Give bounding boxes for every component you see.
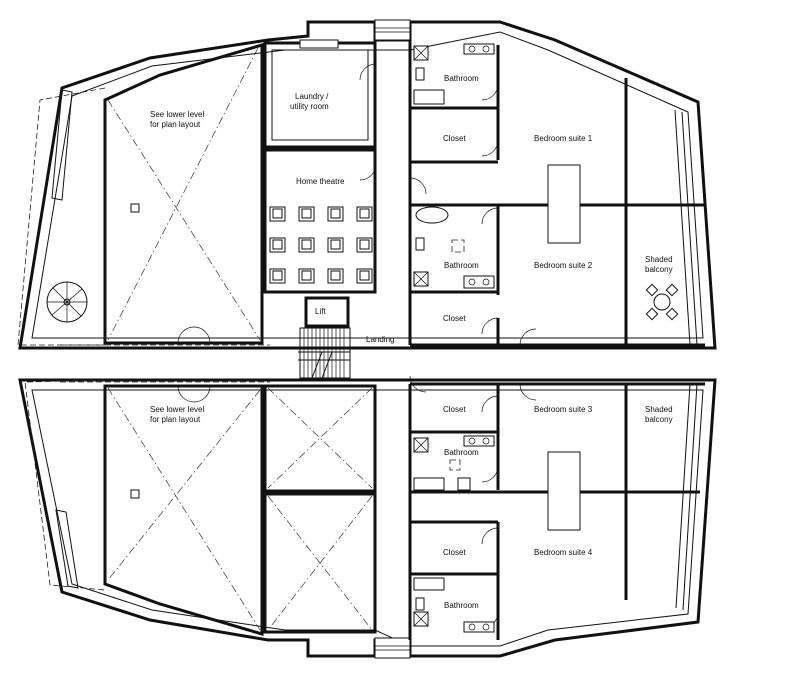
bathroom-1-label: Bathroom xyxy=(444,74,479,83)
beds xyxy=(547,164,581,531)
bathroom-2-label: Bathroom xyxy=(444,261,479,270)
balcony-south-label-1: Shaded xyxy=(645,405,673,414)
landing-label: Landing xyxy=(366,335,394,344)
lower-level-label-south-2: for plan layout xyxy=(150,415,201,424)
bedroom-4-label: Bedroom suite 4 xyxy=(534,548,593,557)
bedroom-1-label: Bedroom suite 1 xyxy=(534,134,593,143)
balcony-table xyxy=(645,283,679,321)
theatre-seat xyxy=(327,206,344,222)
bathroom-4-label: Bathroom xyxy=(444,601,479,610)
closet-4-label: Closet xyxy=(443,548,466,557)
outer-shell xyxy=(18,19,717,659)
home-theatre-label: Home theatre xyxy=(296,177,345,186)
theatre-seat xyxy=(356,237,373,253)
west-void-south xyxy=(103,384,264,637)
lower-level-label-north-2: for plan layout xyxy=(150,120,201,129)
theatre-seat xyxy=(298,206,315,222)
east-block xyxy=(408,40,705,640)
closet-1-label: Closet xyxy=(443,134,466,143)
lift-label: Lift xyxy=(315,307,326,316)
theatre-seat xyxy=(269,268,286,284)
stair xyxy=(298,327,351,379)
closet-2-label: Closet xyxy=(443,314,466,323)
east-doors xyxy=(409,83,537,629)
theatre-seat xyxy=(269,237,286,253)
theatre-seats xyxy=(269,206,373,284)
bedroom-3-label: Bedroom suite 3 xyxy=(534,405,593,414)
laundry-label-1: Laundry / xyxy=(295,92,329,101)
balcony-south-label-2: balcony xyxy=(645,415,673,424)
terrace-outline xyxy=(17,87,270,591)
home-theatre xyxy=(263,148,377,294)
west-doors xyxy=(177,326,211,403)
balcony-glazing xyxy=(674,109,698,611)
theatre-seat xyxy=(298,268,315,284)
west-void-north xyxy=(103,42,264,345)
balcony-north-label-2: balcony xyxy=(645,265,673,274)
theatre-seat xyxy=(269,206,286,222)
laundry-label-2: utility room xyxy=(290,102,329,111)
laundry-room xyxy=(263,39,377,149)
theatre-seat xyxy=(298,237,315,253)
bath-fixtures xyxy=(413,43,495,633)
room-labels: See lower level for plan layout See lowe… xyxy=(150,74,673,610)
theatre-seat xyxy=(327,237,344,253)
theatre-seat xyxy=(356,206,373,222)
theatre-seat xyxy=(327,268,344,284)
lower-level-label-north-1: See lower level xyxy=(150,110,204,119)
balcony-north-label-1: Shaded xyxy=(645,255,673,264)
spiral-stair xyxy=(46,281,88,323)
lift xyxy=(304,296,350,328)
theatre-seat xyxy=(356,268,373,284)
bedroom-2-label: Bedroom suite 2 xyxy=(534,261,593,270)
bathroom-3-label: Bathroom xyxy=(444,448,479,457)
closet-3-label: Closet xyxy=(443,405,466,414)
central-void-south xyxy=(263,384,377,634)
lower-level-label-south-1: See lower level xyxy=(150,405,204,414)
